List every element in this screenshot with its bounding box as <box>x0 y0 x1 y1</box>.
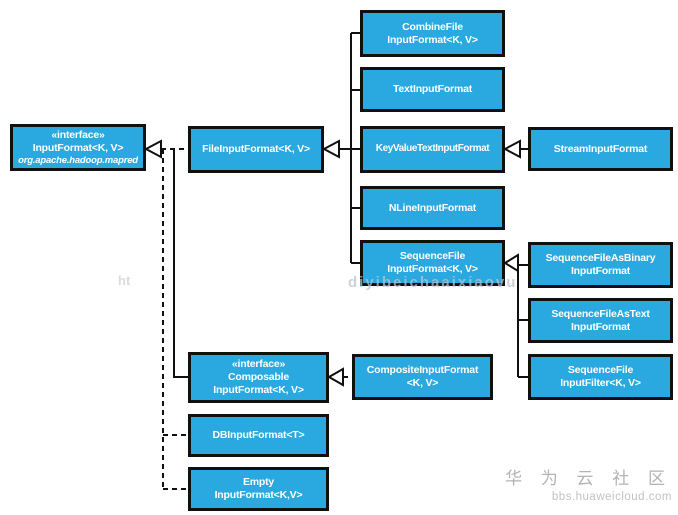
class-name: Composable <box>227 371 289 384</box>
edge-stream-to-kvt <box>502 139 528 159</box>
class-name: InputFormat <box>570 265 631 277</box>
edge-subclasses-to-file <box>321 32 360 264</box>
inheritance-arrowhead-icon <box>321 139 340 159</box>
node-compositeinputformat: CompositeInputFormat <K, V> <box>352 354 493 400</box>
node-fileinputformat: FileInputFormat<K, V> <box>188 126 324 173</box>
node-dbinputformat: DBInputFormat<T> <box>188 414 329 457</box>
stereotype-label: «interface» <box>51 128 105 141</box>
class-name: InputFilter<K, V> <box>560 377 641 389</box>
node-streaminputformat: StreamInputFormat <box>528 127 673 171</box>
class-name: InputFormat <box>570 320 631 333</box>
class-name: FileInputFormat<K, V> <box>202 143 310 156</box>
node-emptyinputformat: Empty InputFormat<K,V> <box>188 467 329 511</box>
edge-composite-to-composable <box>326 367 352 387</box>
class-name: InputFormat<K, V> <box>387 263 478 275</box>
stereotype-label: «interface» <box>231 358 286 371</box>
class-name: CompositeInputFormat <box>366 364 479 377</box>
class-name: KeyValueTextInputFormat <box>375 143 490 155</box>
package-name: org.apache.hadoop.mapred <box>18 154 138 166</box>
node-sequencefileinputfilter: SequenceFile InputFilter<K, V> <box>528 354 673 400</box>
edge-dashed-trunk <box>162 149 188 490</box>
class-name: DBInputFormat<T> <box>212 429 305 442</box>
node-sequencefileasbinaryinputformat: SequenceFileAsBinary InputFormat <box>528 242 673 288</box>
inheritance-arrowhead-icon <box>502 139 521 159</box>
class-name: InputFormat<K, V> <box>32 141 124 154</box>
node-combinefileinputformat: CombineFile InputFormat<K, V> <box>360 10 505 57</box>
node-sequencefileastextinputformat: SequenceFileAsText InputFormat <box>528 298 673 343</box>
class-name: StreamInputFormat <box>553 142 648 155</box>
class-name: SequenceFile <box>399 250 466 263</box>
inheritance-arrowhead-icon <box>143 139 162 159</box>
class-name: CombineFile <box>402 20 463 33</box>
class-name: SequenceFileAsText <box>551 307 650 320</box>
class-name: InputFormat<K, V> <box>213 383 304 396</box>
class-name: InputFormat<K,V> <box>214 489 303 501</box>
node-nlineinputformat: NLineInputFormat <box>360 186 505 230</box>
node-composableinputformat-interface: «interface» Composable InputFormat<K, V> <box>188 352 329 403</box>
node-sequencefileinputformat: SequenceFile InputFormat<K, V> <box>360 240 505 286</box>
class-name: NLineInputFormat <box>388 201 477 214</box>
edge-solid-to-composable <box>173 149 188 378</box>
edge-seqchildren-to-seqfile <box>503 253 528 378</box>
inheritance-arrowhead-icon <box>326 367 344 387</box>
class-name: InputFormat<K, V> <box>387 33 478 46</box>
class-name: Empty <box>242 476 275 489</box>
node-inputformat-interface: «interface» InputFormat<K, V> org.apache… <box>10 124 146 171</box>
node-keyvaluetextinputformat: KeyValueTextInputFormat <box>360 126 505 173</box>
class-name: <K, V> <box>406 377 439 389</box>
edge-file-to-interface <box>143 139 188 159</box>
inheritance-arrowhead-icon <box>503 253 519 273</box>
node-textinputformat: TextInputFormat <box>360 67 505 112</box>
class-name: TextInputFormat <box>392 83 473 96</box>
class-name: SequenceFile <box>567 364 634 377</box>
class-name: SequenceFileAsBinary <box>545 252 656 265</box>
